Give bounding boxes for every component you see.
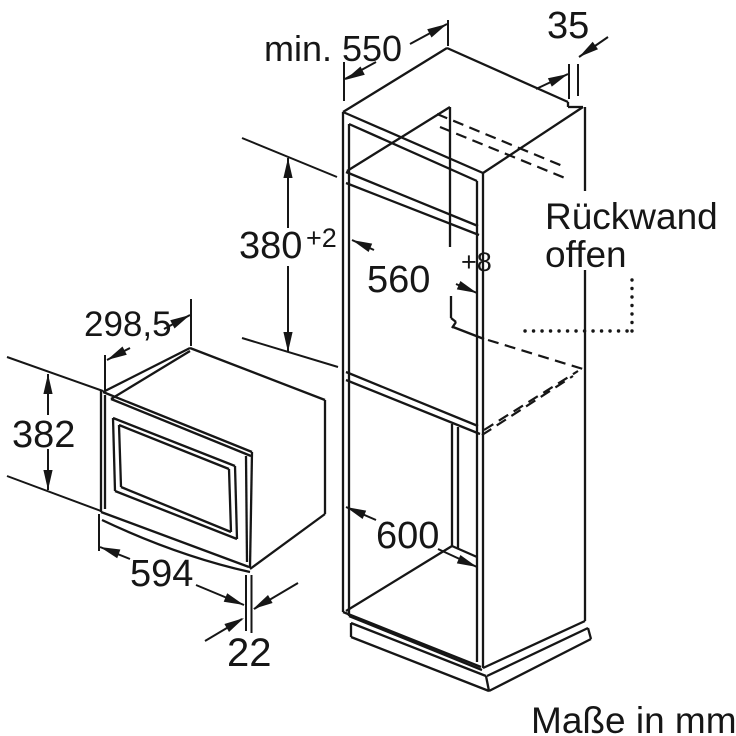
mw-window-inner-bottom [120, 485, 232, 534]
label-dim-rear-clearance: 35 [547, 5, 589, 47]
ext-382-top [6, 356, 104, 392]
ext-382-bottom [6, 475, 102, 512]
label-dim-niche-width: 560 [367, 259, 430, 301]
label-dim-appliance-width: 594 [130, 553, 193, 595]
plinth-back-edge [586, 627, 593, 640]
cab-side-top-edge [482, 106, 584, 174]
label-dim-cabinet-width: 600 [376, 515, 439, 557]
upper-depth-edge [346, 106, 451, 172]
label-dim-cabinet-depth: min. 550 [264, 28, 402, 69]
cab-bottom-front-inner [348, 614, 483, 672]
label-dim-door-thickness: 22 [227, 631, 272, 675]
dash-lower-depth-b [481, 375, 574, 436]
label-note-rear-panel-line2: offen [545, 234, 627, 275]
cab-top-left-edge [342, 47, 448, 113]
arrow-560-left [352, 240, 373, 252]
mw-window-outer-right [233, 465, 239, 540]
arrow-298-right [170, 315, 190, 329]
mw-top-left-inner [110, 350, 191, 400]
cab-side-bottom-edge [482, 619, 586, 670]
arrow-35-right [579, 41, 598, 57]
cab-top-front-outer [342, 110, 484, 175]
mw-frame-bottom-inner [101, 518, 251, 574]
mw-window-inner-left [117, 424, 123, 488]
lower-floor-back-edge [451, 544, 478, 559]
arrow-22-left [224, 618, 244, 632]
arrow-594-right [223, 593, 244, 605]
arrow-35-left [547, 74, 568, 87]
arrow-380-bottom [283, 332, 293, 352]
mw-body-back-top [189, 346, 326, 402]
label-dim-niche-height: 380 [239, 225, 302, 267]
niche-floor-back-solid [452, 325, 485, 341]
cab-bottom-front-outer [342, 610, 482, 669]
niche-jog-b [451, 321, 457, 329]
arrow-560-right [456, 281, 477, 293]
plinth-front-top [350, 621, 487, 678]
arrow-382-top [43, 374, 53, 394]
mw-window-inner-top [118, 423, 230, 471]
mw-front-top-outer [102, 390, 253, 454]
label-note-rear-panel-line1: Rückwand [545, 196, 718, 237]
arrow-550-left [345, 66, 365, 80]
label-dim-niche-width-tol: +8 [461, 247, 492, 277]
shelf-lower-front-bottom [345, 378, 481, 436]
label-units-note: Maße in mm [531, 700, 736, 736]
mw-window-inner-right [227, 468, 233, 533]
cab-top-front-inner [348, 122, 478, 183]
label-dim-appliance-depth: 298,5 [84, 305, 172, 344]
plinth-right-bottom [488, 637, 592, 693]
niche-jog-a [450, 317, 457, 323]
cab-top-back-edge [446, 46, 569, 104]
lower-floor-depth-edge [345, 545, 453, 612]
mw-body-bottom-right [249, 513, 326, 570]
shelf-lower-front-top [345, 370, 479, 428]
mw-top-left-outer [102, 346, 191, 394]
mw-frame-right-front [248, 451, 254, 569]
plinth-front-bottom [350, 635, 490, 693]
mw-window-outer-bottom [114, 489, 238, 541]
arrow-380-top [283, 158, 293, 178]
shelf-upper-front-top [345, 170, 479, 228]
arrow-594-left [100, 547, 121, 559]
arrow-600-right [456, 555, 477, 567]
plinth-front-right-edge [484, 675, 491, 692]
mw-front-top-inner [110, 397, 252, 458]
ext-380-top [241, 137, 338, 178]
label-dim-niche-height-tol: +2 [306, 223, 337, 253]
label-dim-appliance-height: 382 [12, 414, 75, 456]
dash-lower-depth-a [483, 370, 579, 431]
arrow-600-left [346, 507, 367, 519]
dash-upper-shelf-back-b [439, 125, 566, 180]
mw-window-outer-left [111, 417, 117, 492]
mw-window-outer-top [112, 416, 236, 468]
dash-upper-shelf-back-a [436, 112, 566, 169]
arrow-550-right [427, 24, 447, 38]
arrow-22-right [253, 595, 273, 609]
shelf-upper-front-bottom [345, 181, 480, 237]
mw-frame-bottom [100, 510, 250, 569]
arrow-298-left [107, 346, 127, 360]
mw-frame-right-back [244, 455, 249, 563]
plinth-right-top [486, 626, 589, 678]
dash-niche-floor-back [487, 338, 584, 371]
arrow-382-bottom [43, 470, 53, 490]
ext-380-bottom [241, 337, 339, 368]
